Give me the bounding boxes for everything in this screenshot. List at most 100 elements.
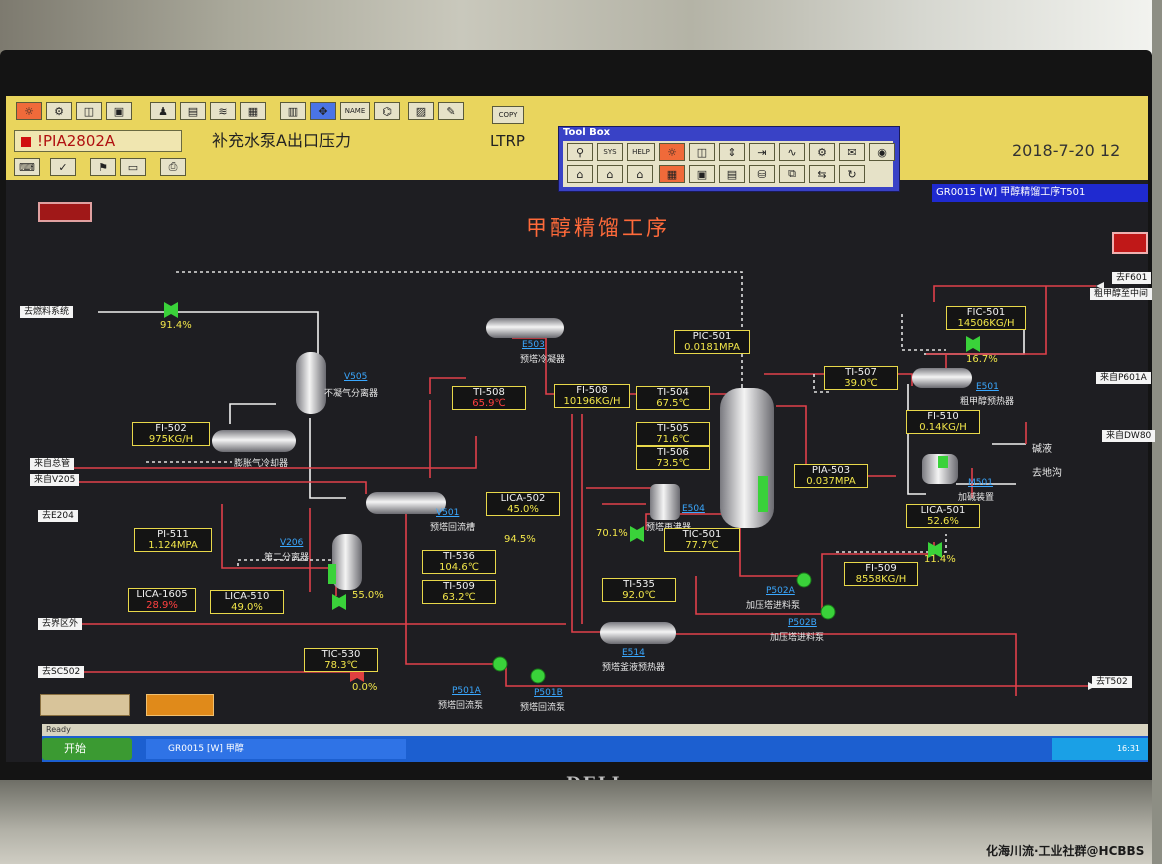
display-icon[interactable]: ▤ xyxy=(719,165,745,183)
connector-to-sc502[interactable]: 去SC502 xyxy=(38,666,85,678)
overview-icon[interactable]: ◫ xyxy=(689,143,715,161)
monitor-icon[interactable]: ▣ xyxy=(106,102,132,120)
link-icon[interactable]: ⧉ xyxy=(779,165,805,183)
connector-to-boundary[interactable]: 去界区外 xyxy=(38,618,83,630)
overview-icon[interactable]: ◫ xyxy=(76,102,102,120)
collapse-icon[interactable]: ⇥ xyxy=(749,143,775,161)
print-icon[interactable]: ⎙ xyxy=(160,158,186,176)
start-button[interactable]: 开始 xyxy=(42,738,132,760)
panel-icon[interactable]: ▥ xyxy=(280,102,306,120)
m501-name[interactable]: M501 xyxy=(968,478,993,488)
e501-name[interactable]: E501 xyxy=(976,382,999,392)
help-button[interactable]: HELP xyxy=(627,143,655,161)
valve-fuel xyxy=(164,302,178,318)
home-icon[interactable]: ⌂ xyxy=(567,165,593,183)
message-icon[interactable]: ✉ xyxy=(839,143,865,161)
system-tray-clock[interactable]: 16:31 xyxy=(1052,738,1148,760)
dcs-screen: ☼ ⚙ ◫ ▣ ♟ ▤ ≋ ▦ ▥ ✥ NAME ⌬ ▨ ✎ COPY !PIA… xyxy=(6,96,1156,762)
transfer-icon[interactable]: ⇆ xyxy=(809,165,835,183)
connector-to-t502[interactable]: 去T502 xyxy=(1092,676,1132,688)
connector-from-general[interactable]: 来自总管 xyxy=(30,458,75,470)
p501a-name[interactable]: P501A xyxy=(452,686,481,696)
name-button[interactable]: NAME xyxy=(340,102,370,120)
trend-icon[interactable]: ∿ xyxy=(779,143,805,161)
refresh-icon[interactable]: ↻ xyxy=(839,165,865,183)
home-up-icon[interactable]: ⌂ xyxy=(597,165,623,183)
e503-name[interactable]: E503 xyxy=(522,340,545,350)
grid-icon[interactable]: ▦ xyxy=(659,165,685,183)
p502a-name[interactable]: P502A xyxy=(766,586,795,596)
report-icon[interactable]: ▦ xyxy=(240,102,266,120)
tuning-icon[interactable]: ⚙ xyxy=(809,143,835,161)
alarm-icon[interactable]: ☼ xyxy=(659,143,685,161)
connector-from-p601[interactable]: 来自P601A xyxy=(1096,372,1151,384)
camera-icon[interactable]: ◉ xyxy=(869,143,895,161)
connector-from-v205[interactable]: 来自V205 xyxy=(30,474,80,486)
gear-icon[interactable]: ⚙ xyxy=(46,102,72,120)
connector-f601[interactable]: 去F601 xyxy=(1112,272,1152,284)
graphic-icon[interactable]: ▤ xyxy=(180,102,206,120)
p502b-name[interactable]: P502B xyxy=(788,618,817,628)
search-icon[interactable]: ⚲ xyxy=(567,143,593,161)
e514-preheater xyxy=(600,622,676,644)
edit-icon[interactable]: ✎ xyxy=(438,102,464,120)
window-icon[interactable]: ▣ xyxy=(689,165,715,183)
trend-button[interactable] xyxy=(40,694,130,716)
connector-to-e204[interactable]: 去E204 xyxy=(38,510,78,522)
connector-fuel-system[interactable]: 去燃料系统 xyxy=(20,306,74,318)
taskbar-item[interactable]: GR0015 [W] 甲醇 xyxy=(146,739,406,759)
v505-name[interactable]: V505 xyxy=(344,372,368,382)
e514-name[interactable]: E514 xyxy=(622,648,645,658)
up-down-icon[interactable]: ⇕ xyxy=(719,143,745,161)
camera-icon[interactable]: ⌬ xyxy=(374,102,400,120)
e501-preheater xyxy=(912,368,972,388)
operator-icon[interactable]: ♟ xyxy=(150,102,176,120)
database-icon[interactable]: ⛁ xyxy=(749,165,775,183)
next-hand-button[interactable] xyxy=(1112,232,1148,254)
e503-desc: 预塔冷凝器 xyxy=(520,355,566,365)
alarm-tag: !PIA2802A xyxy=(37,132,116,150)
navigate-icon[interactable]: ✥ xyxy=(310,102,336,120)
sys-button[interactable]: SYS xyxy=(597,143,623,161)
e504-name[interactable]: E504 xyxy=(682,504,705,514)
alarm-tag-box[interactable]: !PIA2802A xyxy=(14,130,182,152)
folder-icon[interactable]: ▭ xyxy=(120,158,146,176)
detail-button[interactable] xyxy=(146,694,214,716)
flag-icon[interactable]: ⚑ xyxy=(90,158,116,176)
copy-button[interactable]: COPY xyxy=(492,106,524,124)
home-next-icon[interactable]: ⌂ xyxy=(627,165,653,183)
v206-name[interactable]: V206 xyxy=(280,538,304,548)
hatch-icon[interactable]: ▨ xyxy=(408,102,434,120)
v501-name[interactable]: V501 xyxy=(436,508,460,518)
acknowledge-icon[interactable]: ✓ xyxy=(50,158,76,176)
trend-icon[interactable]: ≋ xyxy=(210,102,236,120)
keyboard-icon[interactable]: ⌨ xyxy=(14,158,40,176)
alarm-icon[interactable]: ☼ xyxy=(16,102,42,120)
back-hand-button[interactable] xyxy=(38,202,92,222)
p501b-name[interactable]: P501B xyxy=(534,688,563,698)
connector-from-dw[interactable]: 来自DW80 xyxy=(1102,430,1156,442)
connector-crude-methanol[interactable]: 粗甲醇至中间 xyxy=(1090,288,1153,300)
